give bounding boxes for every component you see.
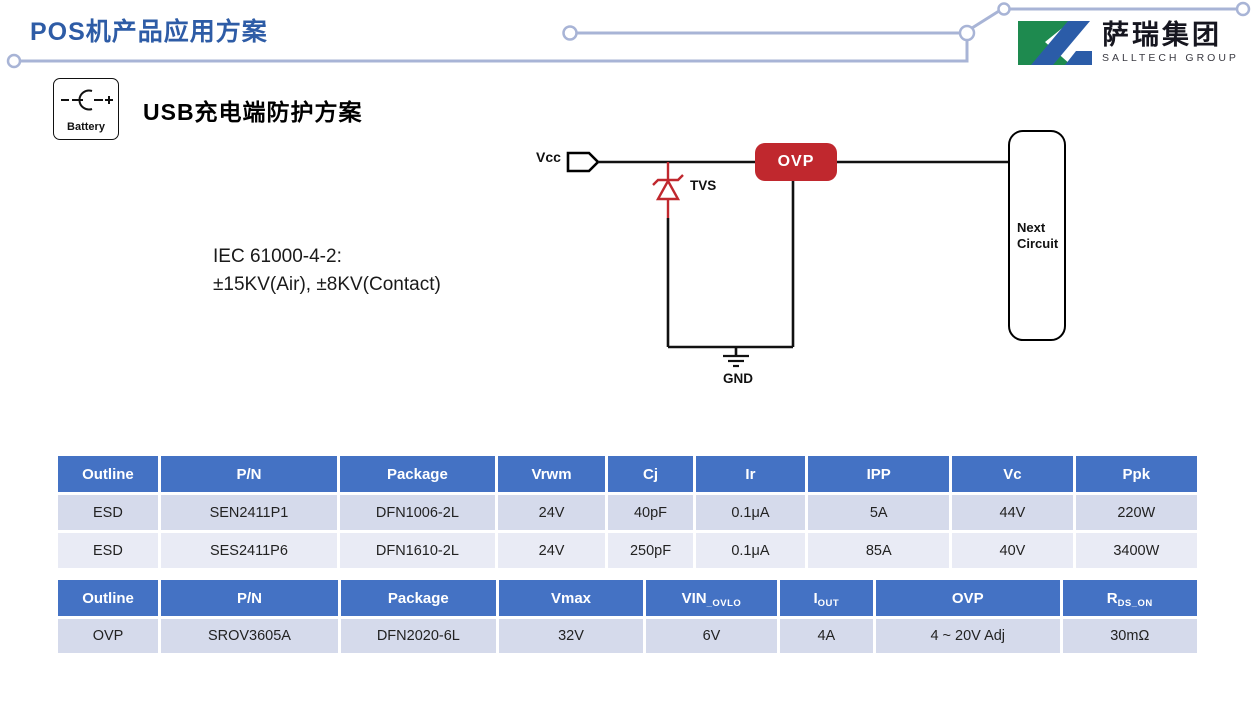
page-title: POS机产品应用方案 <box>30 18 268 46</box>
battery-symbol-icon <box>61 89 113 111</box>
header-main: Package <box>387 589 449 607</box>
table-cell: SROV3605A <box>161 619 338 653</box>
table-header-cell: VIN_OVLO <box>646 580 777 616</box>
header-main: OVP <box>951 589 984 607</box>
ovp-block: OVP <box>755 143 837 181</box>
table-header-cell: P/N <box>161 580 338 616</box>
vcc-label: Vcc <box>536 149 561 165</box>
table-cell: 40V <box>952 533 1073 568</box>
header-main: Vmax <box>551 589 592 607</box>
table-cell: DFN2020-6L <box>340 619 496 653</box>
table-cell: 4 ~ 20V Adj <box>875 619 1060 653</box>
next-circuit-line1: Next <box>1017 219 1046 235</box>
table-cell: ESD <box>58 533 158 568</box>
decor-circuit-lines <box>6 1 1251 69</box>
table-header-cell: Vmax <box>498 580 644 616</box>
iec-note-line2: ±15KV(Air), ±8KV(Contact) <box>213 274 441 295</box>
table-cell: 250pF <box>608 533 693 568</box>
logo-text: 萨瑞集团 SALLTECH GROUP <box>1102 21 1239 65</box>
header-main: P/N <box>236 589 262 607</box>
table-cell: 0.1μA <box>695 533 806 568</box>
tvs-diode-icon <box>652 162 684 218</box>
next-circuit-line2: Circuit <box>1017 235 1059 251</box>
vcc-connector-icon <box>566 151 600 173</box>
table-header-cell: Ppk <box>1075 456 1197 492</box>
table-cell: 6V <box>646 619 777 653</box>
table-header-cell: P/N <box>160 456 338 492</box>
table-cell: 5A <box>808 495 950 530</box>
table-cell: 3400W <box>1075 533 1197 568</box>
table-header-cell: IPP <box>808 456 950 492</box>
battery-icon-box: Battery <box>53 78 119 140</box>
table-cell: 32V <box>498 619 644 653</box>
section-heading: USB充电端防护方案 <box>143 99 363 125</box>
esd-spec-table: Outline P/N Package Vrwm Cj Ir IPP Vc Pp… <box>58 456 1197 568</box>
table-cell: 85A <box>808 533 950 568</box>
header-main: VIN <box>681 589 707 607</box>
table-cell: 24V <box>497 533 606 568</box>
table-header-cell: Package <box>340 456 495 492</box>
table-cell: DFN1610-2L <box>340 533 495 568</box>
table-cell: SEN2411P1 <box>160 495 338 530</box>
table-header-cell: Ir <box>695 456 806 492</box>
next-circuit-block: Next Circuit <box>1008 130 1066 341</box>
table-cell: 4A <box>779 619 873 653</box>
table-header-cell: OVP <box>875 580 1060 616</box>
table-header-cell: Vc <box>952 456 1073 492</box>
tvs-label: TVS <box>690 178 717 193</box>
logo-mark-icon <box>1018 21 1092 65</box>
iec-note-line1: IEC 61000-4-2: <box>213 246 342 267</box>
ground-icon <box>723 347 749 368</box>
battery-icon-label: Battery <box>67 121 105 133</box>
logo-company-name-en: SALLTECH GROUP <box>1102 52 1239 64</box>
table-cell: 24V <box>497 495 606 530</box>
table-cell: 44V <box>952 495 1073 530</box>
table-cell: SES2411P6 <box>160 533 338 568</box>
table-header-cell: Outline <box>58 580 159 616</box>
table-cell: ESD <box>58 495 158 530</box>
table-cell: DFN1006-2L <box>340 495 495 530</box>
table-header-cell: Cj <box>608 456 693 492</box>
header-main: Outline <box>82 589 134 607</box>
table-header-cell: Vrwm <box>497 456 606 492</box>
header-main: I <box>813 589 818 607</box>
table-header-cell: Package <box>340 580 496 616</box>
table-cell: 0.1μA <box>695 495 806 530</box>
company-logo: 萨瑞集团 SALLTECH GROUP <box>1018 20 1239 66</box>
table-cell: 30mΩ <box>1062 619 1197 653</box>
header-sub: DS_ON <box>1117 598 1153 609</box>
table-cell: 220W <box>1075 495 1197 530</box>
header-main: R <box>1106 589 1118 607</box>
table-cell: 40pF <box>608 495 693 530</box>
iec-note: IEC 61000-4-2: ±15KV(Air), ±8KV(Contact) <box>213 243 441 299</box>
gnd-label: GND <box>723 371 753 386</box>
header-sub: OUT <box>817 598 840 609</box>
circuit-diagram <box>566 151 1008 368</box>
table-header-cell: Outline <box>58 456 158 492</box>
logo-company-name-cn: 萨瑞集团 <box>1102 20 1222 50</box>
header-sub: _OVLO <box>706 598 742 609</box>
table-cell: OVP <box>58 619 159 653</box>
